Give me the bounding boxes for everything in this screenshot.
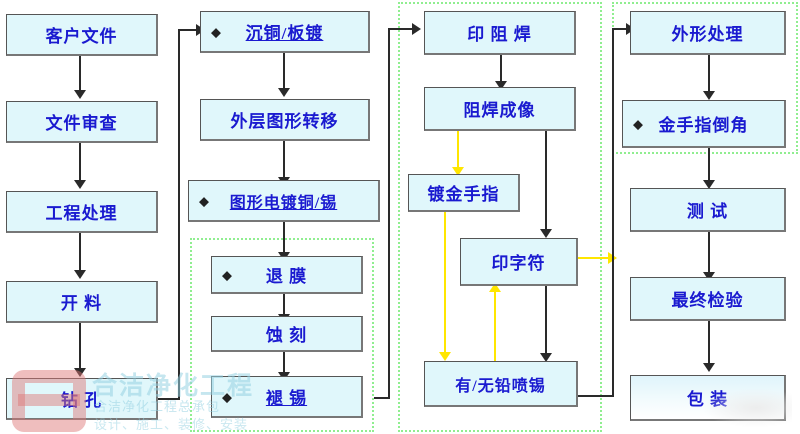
edge-n11-n12-seg-v [388,28,390,399]
arrowhead-n1-n2 [74,90,86,99]
edge-n5-n6-seg-v [178,29,180,400]
arrowhead-n16-n15 [489,283,501,292]
edge-n11-n12-seg-h2 [388,28,416,30]
arrowhead-n18-n19 [703,180,715,189]
arrowhead-n4-n5 [74,368,86,377]
edge-n2-n3 [79,143,81,181]
edge-n16-n17-seg-h2 [612,28,630,30]
edge-n9-n10 [283,294,285,316]
edge-n1-n2 [79,56,81,92]
node-label: 图形电镀铜/锡 [229,194,338,212]
node-engineering[interactable]: 工程处理 [6,191,158,233]
arrowhead-n3-n4 [74,270,86,279]
node-cutting[interactable]: 开 料 [6,281,158,323]
node-etching[interactable]: 蚀 刻 [211,316,363,352]
edge-n10-n11 [283,352,285,374]
arrowhead-n2-n3 [74,180,86,189]
edge-n7-n8 [283,141,285,179]
node-packaging[interactable]: 包 装 [630,375,786,421]
arrowhead-n12-n13 [495,81,507,90]
arrowhead-n19-n20 [703,272,715,281]
edge-n13-n14 [457,131,459,169]
node-testing[interactable]: 测 试 [630,188,786,232]
edge-n3-n4 [79,233,81,271]
node-stripping-film[interactable]: ◆ 退 膜 [211,256,363,294]
node-label: 包 装 [686,390,729,409]
arrowhead-n13-n15 [540,229,552,238]
node-final-inspection[interactable]: 最终检验 [630,277,786,321]
node-label: 蚀 刻 [265,326,308,345]
node-label: 退 膜 [265,267,308,286]
node-label: 最终检验 [671,291,744,310]
node-label: 印 阻 焊 [467,25,532,44]
node-outer-layer-transfer[interactable]: 外层图形转移 [200,99,370,141]
edge-n15-n17-yellow [578,257,612,259]
node-label: 有/无铅喷锡 [455,377,546,395]
arrowhead-n14-n16 [439,352,451,361]
edge-n16-n17-seg-v [612,28,614,397]
node-drilling[interactable]: 钻 孔 [6,378,158,420]
node-customer-file[interactable]: 客户文件 [6,14,158,56]
node-label: 外层图形转移 [230,112,339,131]
edge-n18-n19 [708,148,710,182]
edge-n6-n7 [283,53,285,89]
arrowhead-n20-n21 [703,363,715,372]
arrowhead-n6-n7 [278,88,290,97]
edge-n11-n12-seg-h1 [374,397,390,399]
edge-n16-n15 [494,290,496,362]
node-pattern-plating[interactable]: ◆ 图形电镀铜/锡 [188,180,380,222]
arrowhead-n13-n14 [452,167,464,176]
edge-n12-n13 [500,55,502,83]
node-label: 客户文件 [45,27,118,46]
node-label: 印字符 [491,254,546,273]
node-tin-stripping[interactable]: ◆ 褪 锡 [211,376,363,418]
group-frame-solder-mask [398,2,602,432]
node-label: 外形处理 [671,25,744,44]
edge-n17-n18 [708,55,710,93]
node-legend-print[interactable]: 印字符 [460,238,578,286]
diamond-bullet-icon: ◆ [633,116,644,131]
node-solder-mask-imaging[interactable]: 阻焊成像 [424,87,576,131]
node-label: 褪 锡 [265,389,308,408]
node-label: 工程处理 [45,204,118,223]
node-label: 镀金手指 [427,185,500,204]
edge-n14-n16 [444,212,446,354]
node-label: 测 试 [686,202,729,221]
node-label: 钻 孔 [60,391,103,410]
diamond-bullet-icon: ◆ [199,193,210,208]
edge-n15-n16 [545,285,547,355]
diamond-bullet-icon: ◆ [222,267,233,282]
edge-n5-n6-seg-h1 [158,398,180,400]
arrowhead-n11-n12 [412,23,421,35]
arrowhead-n17-n18 [703,91,715,100]
arrowhead-n15-n16 [540,353,552,362]
node-gold-finger-plating[interactable]: 镀金手指 [408,174,520,212]
edge-n19-n20 [708,232,710,274]
diamond-bullet-icon: ◆ [222,389,233,404]
node-hasl[interactable]: 有/无铅喷锡 [424,361,578,407]
node-gold-finger-bevel[interactable]: ◆ 金手指倒角 [622,100,786,148]
diamond-bullet-icon: ◆ [211,24,222,39]
edge-n13-n15 [545,131,547,231]
node-file-review[interactable]: 文件审查 [6,101,158,143]
node-label: 金手指倒角 [658,116,749,135]
edge-n4-n5 [79,323,81,369]
node-copper-deposition[interactable]: ◆ 沉铜/板镀 [200,11,370,53]
edge-n16-n17-seg-h1 [578,395,614,397]
edge-n20-n21 [708,321,710,365]
node-label: 阻焊成像 [463,101,536,120]
edge-n5-n6-seg-h2 [178,29,200,31]
edge-n8-n9 [283,222,285,254]
node-label: 开 料 [60,294,103,313]
node-label: 沉铜/板镀 [245,24,324,43]
node-solder-mask-print[interactable]: 印 阻 焊 [424,11,576,55]
group-frame-etch [190,238,374,432]
node-profiling[interactable]: 外形处理 [630,11,786,55]
node-label: 文件审查 [45,114,118,133]
